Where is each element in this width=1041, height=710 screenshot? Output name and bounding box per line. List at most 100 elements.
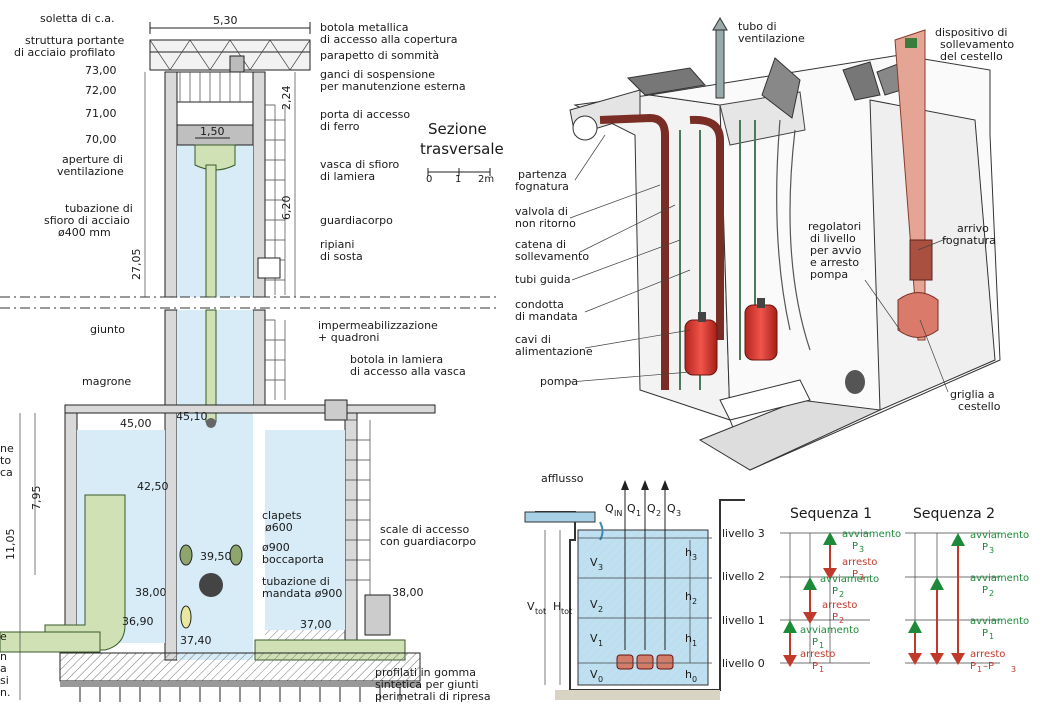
label-griglia-1: griglia a — [950, 388, 995, 401]
label-cavi-2: alimentazione — [515, 345, 593, 358]
label-tubazione-2: sfioro di acciaio — [44, 214, 130, 227]
vol-v2: V — [590, 598, 598, 611]
label-catena-2: sollevamento — [515, 250, 589, 263]
label-cavi-1: cavi di — [515, 333, 551, 346]
label-condotta-2: di mandata — [515, 310, 578, 323]
label-regolatori-4: e arresto — [810, 256, 859, 269]
section-title-1: Sezione — [428, 120, 487, 138]
flow-q1-sub: 1 — [636, 509, 641, 518]
label-clapets-1: clapets — [262, 509, 302, 522]
seq2-item1-sub: 3 — [989, 546, 994, 555]
sequence-tank-text: afflusso Q IN Q 1 Q 2 Q 3 V 3 V 2 V 1 V … — [527, 472, 765, 684]
vol-v1-sub: 1 — [598, 639, 603, 648]
h-3-sub: 3 — [692, 553, 697, 562]
label-aperture-1: aperture di — [62, 153, 123, 166]
label-regolatori-1: regolatori — [808, 220, 861, 233]
seq1-item2-p: P — [852, 569, 858, 580]
label-griglia-2: cestello — [958, 400, 1001, 413]
level-72: 72,00 — [85, 84, 117, 97]
flow-qin: Q — [605, 502, 614, 515]
level-38-right: 38,00 — [392, 586, 424, 599]
seq2-item4-label: arresto — [970, 649, 1005, 660]
label-clapets-2: ø600 — [265, 521, 293, 534]
left-fragment-2: to — [0, 454, 11, 467]
livello-3: livello 3 — [722, 527, 765, 540]
label-tubo-2: ventilazione — [738, 32, 805, 45]
dim-lower2: 11,05 — [4, 529, 17, 561]
h-2: h — [685, 590, 692, 603]
level-73: 73,00 — [85, 64, 117, 77]
label-profilati-2: sintetica per giunti — [375, 678, 479, 691]
h-3: h — [685, 546, 692, 559]
left-fragment-5: n — [0, 650, 7, 663]
sequence-1: Sequenza 1 avviamento P 3 arresto P 3 av… — [780, 506, 901, 674]
vol-htot-sub: tot — [561, 607, 572, 616]
label-magrone: magrone — [82, 375, 131, 388]
level-37: 37,00 — [300, 618, 332, 631]
label-giunto: giunto — [90, 323, 125, 336]
pump-station-illustration — [569, 17, 1001, 471]
seq1-item4-p: P — [832, 612, 838, 623]
label-struttura-1: struttura portante — [25, 34, 124, 47]
dim-width: 5,30 — [213, 14, 238, 27]
flow-q3-sub: 3 — [676, 509, 681, 518]
label-botola-1: botola metallica — [320, 21, 409, 34]
label-partenza-1: partenza — [518, 168, 567, 181]
label-mandata-1: tubazione di — [262, 575, 330, 588]
level-39-50: 39,50 — [200, 550, 232, 563]
label-porta-2: di ferro — [320, 120, 360, 133]
label-ganci-2: per manutenzione esterna — [320, 80, 466, 93]
left-fragment-8: n. — [0, 686, 10, 699]
label-arrivo-1: arrivo — [957, 222, 989, 235]
h-2-sub: 2 — [692, 597, 697, 606]
label-dispositivo-3: del cestello — [940, 50, 1003, 63]
vol-v1: V — [590, 632, 598, 645]
vol-vtot-sub: tot — [535, 607, 546, 616]
level-36-90: 36,90 — [122, 615, 154, 628]
label-condotta-1: condotta — [515, 298, 564, 311]
label-aperture-2: ventilazione — [57, 165, 124, 178]
level-38-left: 38,00 — [135, 586, 167, 599]
left-fragment-4: e — [0, 630, 7, 643]
flow-q2-sub: 2 — [656, 509, 661, 518]
label-boccaporta-2: boccaporta — [262, 553, 324, 566]
vol-v3: V — [590, 556, 598, 569]
seq1-item3-label: avviamento — [820, 574, 879, 585]
seq1-item6-label: arresto — [800, 649, 835, 660]
left-fragment-7: si — [0, 674, 9, 687]
dim-lower1: 7,95 — [30, 486, 43, 511]
vol-v0-sub: 0 — [598, 675, 603, 684]
level-37-40: 37,40 — [180, 634, 212, 647]
level-70: 70,00 — [85, 133, 117, 146]
livello-1: livello 1 — [722, 614, 765, 627]
vol-v2-sub: 2 — [598, 605, 603, 614]
label-catena-1: catena di — [515, 238, 566, 251]
livello-2: livello 2 — [722, 570, 765, 583]
seq2-item2-label: avviamento — [970, 573, 1029, 584]
label-guardiacorpo: guardiacorpo — [320, 214, 393, 227]
label-arrivo-2: fognatura — [942, 234, 996, 247]
label-boccaporta-1: ø900 — [262, 541, 290, 554]
label-botola-vasca-2: di accesso alla vasca — [350, 365, 466, 378]
seq1-item1-label: avviamento — [842, 529, 901, 540]
dim-total: 27,05 — [130, 249, 143, 281]
flow-qin-sub: IN — [614, 509, 622, 518]
label-dispositivo-2: sollevamento — [940, 38, 1014, 51]
label-botola-vasca-1: botola in lamiera — [350, 353, 443, 366]
label-ganci-1: ganci di sospensione — [320, 68, 435, 81]
seq1-item5-sub: 1 — [819, 641, 824, 650]
seq1-item3-sub: 2 — [839, 590, 844, 599]
label-mandata-2: mandata ø900 — [262, 587, 342, 600]
sequence-tank-diagram — [524, 480, 745, 700]
label-regolatori-2: di livello — [810, 232, 856, 245]
h-1: h — [685, 632, 692, 645]
label-porta-1: porta di accesso — [320, 108, 410, 121]
label-botola-2: di accesso alla copertura — [320, 33, 458, 46]
seq1-item1-p: P — [852, 541, 858, 552]
seq2-item1-label: avviamento — [970, 530, 1029, 541]
label-partenza-2: fognatura — [515, 180, 569, 193]
left-fragment-3: ca — [0, 466, 13, 479]
vol-htot: H — [553, 600, 561, 613]
label-tubazione-3: ø400 mm — [58, 226, 111, 239]
